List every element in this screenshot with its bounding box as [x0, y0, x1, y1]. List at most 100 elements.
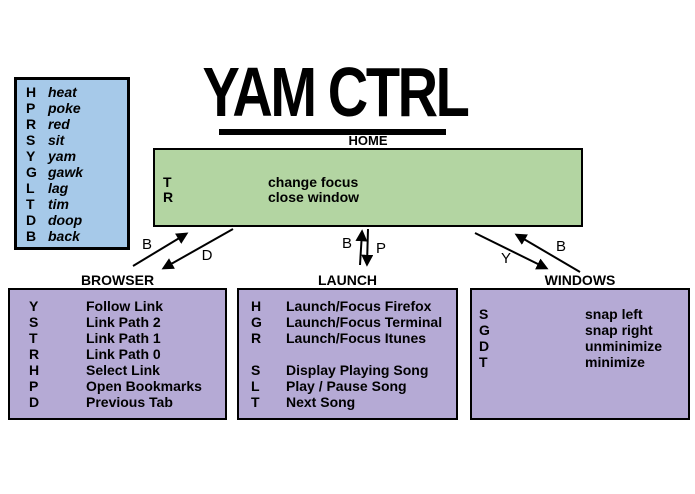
launch-key: R [251, 330, 262, 346]
browser-key: Y [29, 298, 39, 314]
windows-key: G [479, 322, 490, 338]
legend-key: D [26, 212, 37, 228]
legend-word: red [48, 116, 70, 132]
browser-key: P [29, 378, 39, 394]
browser-action: Open Bookmarks [86, 378, 202, 394]
windows-action: snap left [585, 306, 643, 322]
launch-key: L [251, 378, 260, 394]
browser-key: R [29, 346, 40, 362]
browser-row: T Link Path 1 [10, 330, 225, 346]
legend-key: G [26, 164, 37, 180]
legend-word: tim [48, 196, 69, 212]
legend-word: poke [48, 100, 81, 116]
arrow-windows-to-home [514, 233, 581, 273]
arrow-key-home-to-browser: D [201, 247, 213, 264]
legend-word: yam [48, 148, 77, 164]
launch-action: Display Playing Song [286, 362, 429, 378]
launch-action: Launch/Focus Itunes [286, 330, 427, 346]
launch-key: T [251, 394, 260, 410]
arrow-key-home-to-launch: P [375, 240, 386, 257]
legend-key: L [26, 180, 35, 196]
windows-action: unminimize [585, 338, 663, 354]
arrow-key-windows-to-home: B [555, 238, 566, 255]
browser-key: H [29, 362, 40, 378]
home-action: close window [268, 189, 360, 205]
arrow-key-home-to-windows: Y [500, 250, 511, 267]
browser-row: D Previous Tab [10, 394, 225, 410]
windows-action: snap right [585, 322, 653, 338]
legend-key: H [26, 84, 37, 100]
legend-key: T [26, 196, 35, 212]
windows-action: minimize [585, 354, 645, 370]
browser-key: T [29, 330, 38, 346]
launch-mode-label: LAUNCH [317, 272, 378, 288]
arrow-key-launch-to-home: B [341, 235, 352, 252]
legend-word: lag [48, 180, 69, 196]
browser-row: S Link Path 2 [10, 314, 225, 330]
legend-key: S [26, 132, 36, 148]
legend-key: R [26, 116, 37, 132]
arrow-key-browser-to-home: B [141, 236, 152, 253]
browser-key: D [29, 394, 40, 410]
legend-word: back [48, 228, 80, 244]
browser-action: Link Path 2 [86, 314, 161, 330]
legend-word: doop [48, 212, 83, 228]
legend-word: gawk [48, 164, 84, 180]
legend-key: P [26, 100, 36, 116]
legend-word: heat [48, 84, 77, 100]
browser-row: H Select Link [10, 362, 225, 378]
arrow-launch-to-home [355, 229, 368, 266]
home-key: R [163, 189, 174, 205]
launch-row-gap [239, 346, 456, 362]
browser-action: Previous Tab [86, 394, 173, 410]
browser-key: S [29, 314, 39, 330]
page-title: YAM CTRL [202, 53, 470, 131]
browser-action: Link Path 0 [86, 346, 161, 362]
launch-row: H Launch/Focus Firefox [239, 298, 456, 314]
browser-action: Link Path 1 [86, 330, 161, 346]
browser-action: Follow Link [86, 298, 163, 314]
legend-key: Y [26, 148, 36, 164]
launch-row: T Next Song [239, 394, 456, 410]
browser-row: R Link Path 0 [10, 346, 225, 362]
title-underline [219, 129, 446, 135]
home-key: T [163, 174, 172, 190]
legend-word: sit [48, 132, 65, 148]
browser-action: Select Link [86, 362, 160, 378]
launch-key: H [251, 298, 262, 314]
browser-mode-label: BROWSER [80, 272, 155, 288]
launch-action: Launch/Focus Firefox [286, 298, 432, 314]
browser-mode-box: Y Follow Link S Link Path 2 T Link Path 1 R… [8, 288, 227, 420]
browser-row: P Open Bookmarks [10, 378, 225, 394]
windows-key: S [479, 306, 489, 322]
windows-mode-label: WINDOWS [544, 272, 616, 288]
browser-row: Y Follow Link [10, 298, 225, 314]
home-action: change focus [268, 174, 359, 190]
launch-action: Launch/Focus Terminal [286, 314, 443, 330]
home-mode-label: HOME [348, 133, 388, 148]
launch-row: R Launch/Focus Itunes [239, 330, 456, 346]
launch-action: Next Song [286, 394, 356, 410]
legend-key: B [26, 228, 37, 244]
arrow-home-to-launch [361, 228, 374, 267]
